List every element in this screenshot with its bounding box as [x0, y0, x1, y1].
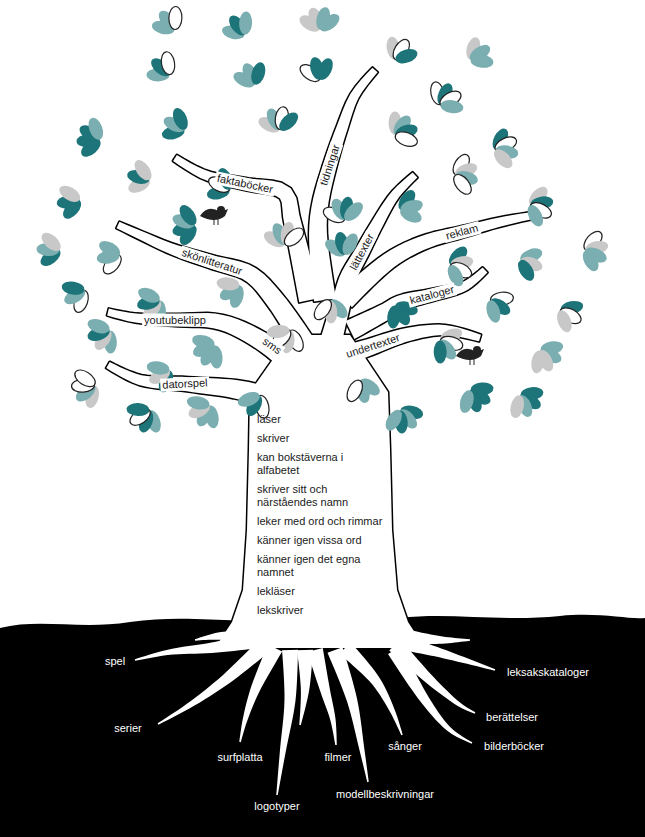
- root-label: modellbeskrivningar: [334, 788, 436, 801]
- root: [388, 646, 472, 744]
- leaf: [398, 204, 424, 225]
- leaf: [344, 378, 366, 404]
- skill-label: skriver: [257, 432, 387, 445]
- leaf: [316, 10, 342, 34]
- root-label: leksakskataloger: [505, 666, 591, 679]
- leaf: [136, 285, 162, 306]
- leaf: [393, 129, 419, 149]
- branch-fill: [338, 212, 536, 308]
- root-label: spel: [103, 655, 127, 668]
- leaf: [236, 389, 262, 409]
- branch-label: datorspel: [160, 376, 210, 392]
- bird-leg: [214, 219, 218, 225]
- leaf: [457, 389, 476, 415]
- branch-outline: [106, 362, 278, 411]
- skill-label: känner igen det egna namnet: [257, 553, 387, 579]
- leaf: [311, 297, 335, 323]
- leaf: [450, 171, 475, 197]
- leaf: [508, 394, 526, 419]
- leaf: [57, 182, 83, 205]
- leaf: [554, 308, 574, 334]
- root-label: sånger: [386, 740, 424, 753]
- skill-label: skriver sitt och närståendes namn: [257, 483, 387, 509]
- roots: [135, 628, 495, 795]
- branch-label: reklam: [442, 221, 481, 243]
- leaf: [216, 276, 240, 291]
- branch-label: youtubeklipp: [142, 314, 208, 327]
- root-label: bilderböcker: [482, 740, 546, 753]
- leaf: [484, 299, 503, 325]
- leaf: [126, 403, 149, 417]
- branch-fill: [106, 362, 278, 411]
- skill-label: känner igen vissa ord: [257, 534, 387, 547]
- ground: [0, 615, 645, 837]
- leaf: [61, 280, 86, 296]
- leaf: [146, 360, 171, 377]
- leaf: [530, 349, 547, 374]
- leaf: [131, 157, 155, 183]
- root: [195, 630, 256, 646]
- branch-outline: [338, 212, 536, 308]
- leaf: [434, 340, 447, 363]
- tree-outline: [106, 68, 535, 648]
- root: [276, 650, 298, 795]
- leaf: [393, 46, 419, 66]
- branch-label: kataloger: [407, 282, 458, 307]
- root: [297, 650, 313, 725]
- leaf: [86, 316, 112, 336]
- skill-label: leker med ord och rimmar: [257, 515, 387, 528]
- skill-label: kan bokstäverna i alfabetet: [257, 451, 387, 477]
- leaf: [170, 106, 191, 132]
- leaf: [160, 51, 177, 76]
- leaf: [191, 333, 217, 352]
- tree-fill: [106, 68, 535, 648]
- root-label: surfplatta: [215, 751, 264, 764]
- branch-fill: [215, 335, 425, 648]
- leaf: [186, 394, 211, 411]
- leaf: [86, 116, 106, 142]
- bird-head: [473, 346, 481, 354]
- leaf: [169, 6, 183, 29]
- root-label: berättelser: [484, 711, 540, 724]
- skill-label: lekläser: [257, 585, 387, 598]
- branch-outline: [117, 222, 315, 351]
- bird-leg: [470, 359, 474, 365]
- leaf: [382, 407, 405, 433]
- branch-label: tidningar: [317, 141, 344, 189]
- leaf: [96, 238, 122, 261]
- leaf: [72, 367, 98, 391]
- leaf: [249, 61, 268, 87]
- bird-head: [217, 206, 225, 214]
- leaves: [36, 6, 609, 435]
- skill-label: läser: [257, 413, 387, 426]
- root: [399, 628, 470, 644]
- leaf: [470, 54, 494, 69]
- branch-fill: [117, 222, 315, 351]
- leaf: [386, 305, 401, 329]
- leaf: [440, 99, 465, 115]
- leaf: [239, 11, 253, 35]
- branch-fill: [309, 68, 378, 302]
- leaf: [491, 146, 516, 172]
- root-label: logotyper: [252, 800, 301, 813]
- root: [239, 644, 282, 742]
- birds: [200, 206, 484, 365]
- leaf: [176, 202, 200, 228]
- leaf: [38, 229, 64, 254]
- leaf: [276, 109, 302, 134]
- skill-label: lekskriver: [257, 604, 387, 617]
- leaf: [281, 225, 307, 250]
- root-label: filmer: [323, 751, 354, 764]
- leaf: [524, 203, 546, 229]
- leaf: [515, 257, 538, 283]
- leaf: [314, 56, 336, 82]
- leaf: [341, 199, 366, 224]
- leaf: [580, 247, 602, 273]
- root-label: serier: [112, 722, 144, 735]
